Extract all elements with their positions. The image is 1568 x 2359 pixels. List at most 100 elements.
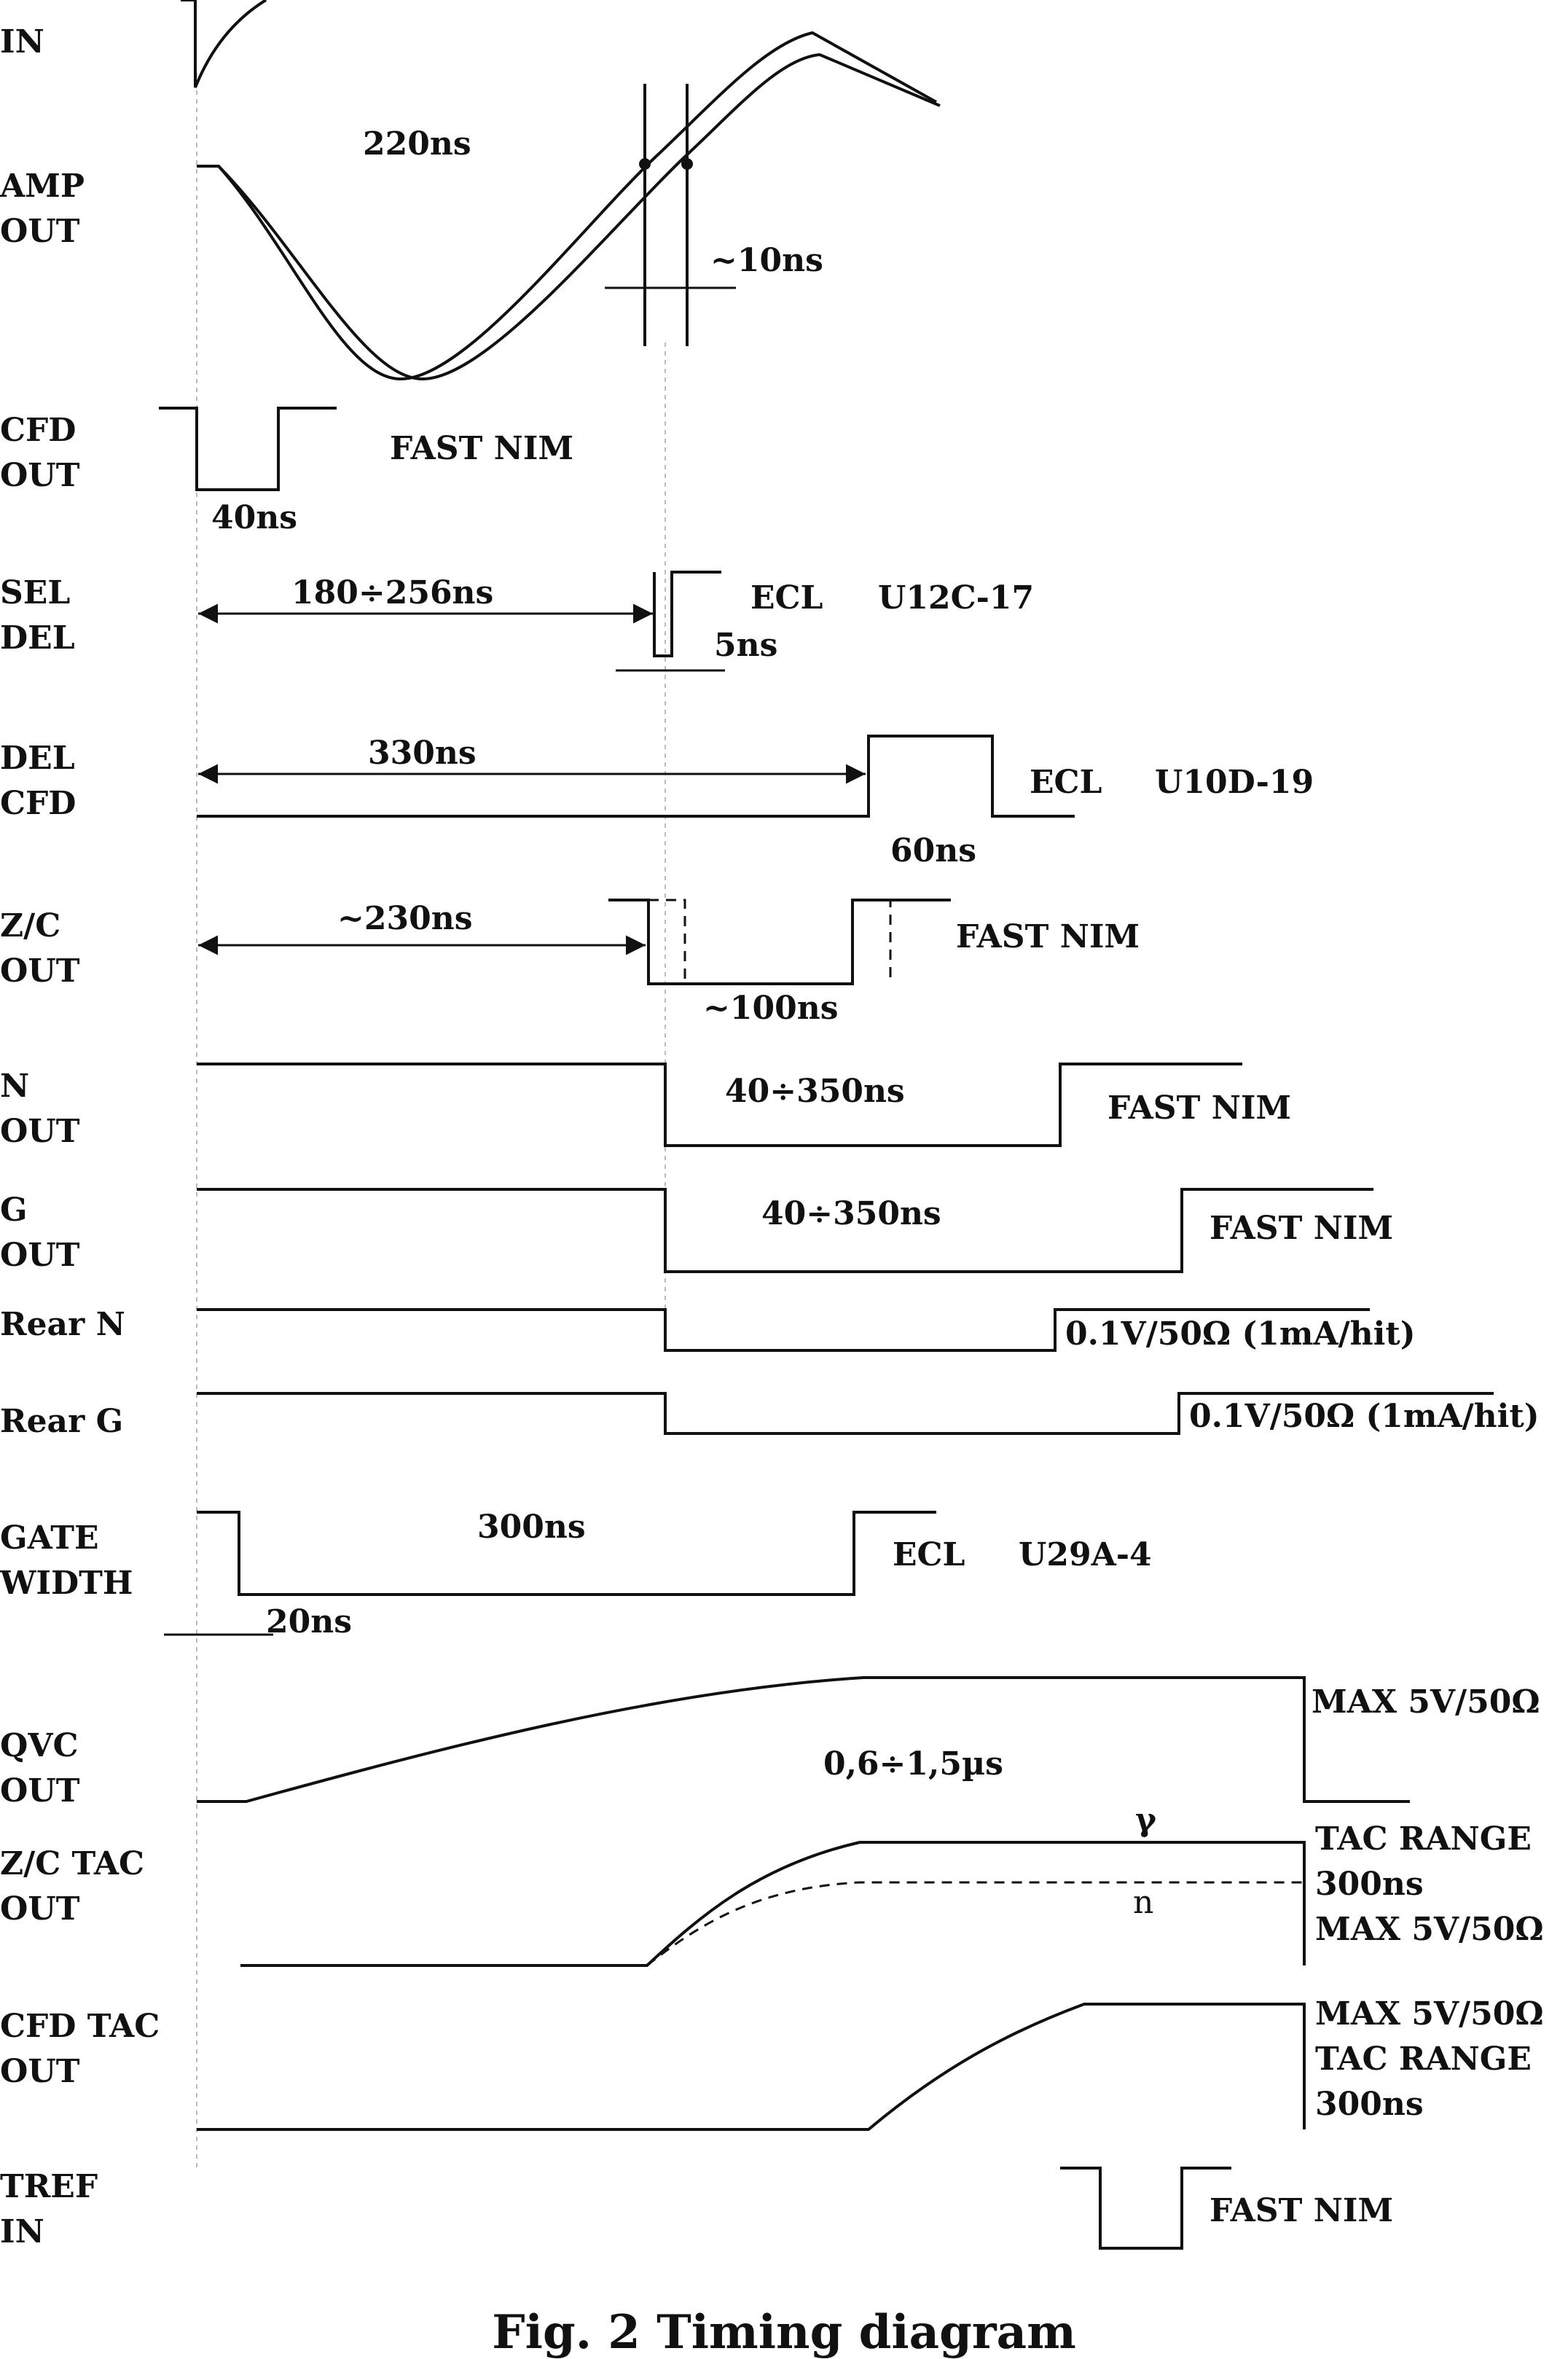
amp-shift-label: ~10ns xyxy=(710,242,823,279)
cfd-width-label: 40ns xyxy=(211,499,297,536)
n-out-waveform xyxy=(197,1063,1242,1147)
zc-tac-range-label-line2: 300ns xyxy=(1315,1866,1424,1903)
g-width-label: 40÷350ns xyxy=(761,1195,941,1232)
signal-rear-g: 0.1V/50Ω (1mA/hit) xyxy=(197,1392,1540,1435)
signal-sel-del: 180÷256ns ECL U12C-17 5ns xyxy=(198,571,1034,672)
sel-delay-label: 180÷256ns xyxy=(291,574,493,611)
amp-crossing-point-1 xyxy=(639,158,651,170)
zc-tac-n-label: n xyxy=(1133,1884,1153,1921)
del-cfd-part-label: U10D-19 xyxy=(1155,764,1314,801)
label-amp-out-line1: AMP xyxy=(0,168,85,205)
label-amp-out-line2: OUT xyxy=(0,213,80,250)
label-in: IN xyxy=(0,23,44,60)
label-sel-del-line1: SEL xyxy=(0,574,70,611)
label-n-out-line1: N xyxy=(0,1068,29,1105)
signal-amp-out: 220ns ~10ns xyxy=(197,31,941,381)
zc-out-waveform xyxy=(608,899,951,985)
gate-width-waveform xyxy=(197,1511,936,1596)
cfd-tac-range-label-line2: 300ns xyxy=(1315,2086,1424,2123)
label-g-out-line1: G xyxy=(0,1192,28,1229)
zc-width-label: ~100ns xyxy=(703,990,838,1027)
rear-g-waveform xyxy=(197,1392,1494,1435)
signal-n-out: 40÷350ns FAST NIM xyxy=(197,1063,1291,1147)
zc-tac-out-n-waveform xyxy=(646,1881,1304,1967)
qvc-max-label: MAX 5V/50Ω xyxy=(1312,1683,1540,1721)
qvc-time-label: 0,6÷1,5µs xyxy=(823,1745,1003,1783)
label-del-cfd-line2: CFD xyxy=(0,785,76,822)
signal-tref-in: FAST NIM xyxy=(1060,2167,1393,2250)
label-n-out-line2: OUT xyxy=(0,1113,80,1150)
signal-del-cfd: 330ns ECL U10D-19 60ns xyxy=(197,735,1314,869)
cfd-tac-out-waveform xyxy=(197,2003,1306,2131)
label-qvc-out-line2: OUT xyxy=(0,1772,80,1810)
gate-std-label: ECL xyxy=(893,1536,965,1573)
label-zc-tac-out-line2: OUT xyxy=(0,1890,80,1928)
amp-out-waveform-2 xyxy=(217,52,941,381)
cfd-tac-range-label-line1: TAC RANGE xyxy=(1315,2041,1532,2078)
gate-delay-label: 20ns xyxy=(266,1603,352,1640)
label-zc-out-line1: Z/C xyxy=(0,907,60,944)
label-gate-width-line2: WIDTH xyxy=(0,1565,133,1602)
label-zc-out-line2: OUT xyxy=(0,952,80,990)
zc-tac-out-gamma-waveform xyxy=(240,1841,1306,1967)
signal-qvc-out: MAX 5V/50Ω 0,6÷1,5µs xyxy=(197,1676,1540,1803)
label-del-cfd-line1: DEL xyxy=(0,740,75,777)
in-waveform xyxy=(181,0,267,88)
del-cfd-width-label: 60ns xyxy=(890,832,976,869)
sel-part-label: U12C-17 xyxy=(878,579,1034,617)
label-cfd-tac-out-line1: CFD TAC xyxy=(0,2008,160,2045)
del-cfd-waveform xyxy=(197,735,1075,818)
label-sel-del-line2: DEL xyxy=(0,619,75,657)
signal-in xyxy=(181,0,267,88)
n-width-label: 40÷350ns xyxy=(725,1073,905,1110)
tref-std-label: FAST NIM xyxy=(1210,2192,1393,2229)
zc-tac-range-label-line1: TAC RANGE xyxy=(1315,1820,1532,1858)
sel-width-label: 5ns xyxy=(714,627,777,664)
zc-delay-label: ~230ns xyxy=(337,900,472,937)
signal-cfd-tac-out: MAX 5V/50Ω TAC RANGE 300ns xyxy=(197,1995,1544,2131)
cfd-out-waveform xyxy=(159,407,337,491)
signal-zc-out: ~230ns FAST NIM ~100ns xyxy=(198,899,1140,1027)
signal-labels: IN AMP OUT CFD OUT SEL DEL DEL CFD Z/C O… xyxy=(0,23,160,2250)
signal-cfd-out: 40ns FAST NIM xyxy=(159,407,573,536)
amp-period-label: 220ns xyxy=(363,125,471,163)
label-qvc-out-line1: QVC xyxy=(0,1727,79,1764)
cfd-tac-max-label: MAX 5V/50Ω xyxy=(1315,1995,1544,2033)
rear-n-waveform xyxy=(197,1308,1370,1352)
gate-width-label: 300ns xyxy=(477,1509,586,1546)
label-tref-in-line1: TREF xyxy=(0,2168,98,2205)
del-cfd-delay-label: 330ns xyxy=(368,735,477,772)
sel-del-waveform xyxy=(653,571,721,657)
signal-gate-width: 300ns ECL U29A-4 20ns xyxy=(164,1509,1152,1640)
label-g-out-line2: OUT xyxy=(0,1237,80,1274)
n-std-label: FAST NIM xyxy=(1108,1089,1291,1127)
rear-n-spec-label: 0.1V/50Ω (1mA/hit) xyxy=(1065,1315,1416,1353)
zc-std-label: FAST NIM xyxy=(956,918,1140,955)
signal-rear-n: 0.1V/50Ω (1mA/hit) xyxy=(197,1308,1416,1353)
g-out-waveform xyxy=(197,1188,1373,1273)
label-gate-width-line1: GATE xyxy=(0,1519,99,1557)
cfd-std-label: FAST NIM xyxy=(390,430,573,467)
figure-caption: Fig. 2 Timing diagram xyxy=(492,2305,1076,2359)
gate-part-label: U29A-4 xyxy=(1019,1536,1152,1573)
zc-tac-gamma-label: γ xyxy=(1135,1801,1157,1839)
amp-out-waveform-1 xyxy=(197,31,937,381)
label-rear-n: Rear N xyxy=(0,1306,125,1343)
amp-crossing-point-2 xyxy=(681,158,693,170)
label-zc-tac-out-line1: Z/C TAC xyxy=(0,1845,144,1882)
label-cfd-tac-out-line2: OUT xyxy=(0,2053,80,2090)
sel-std-label: ECL xyxy=(750,579,823,617)
qvc-out-waveform xyxy=(197,1676,1410,1803)
del-cfd-std-label: ECL xyxy=(1030,764,1102,801)
signal-zc-tac-out: γ n TAC RANGE 300ns MAX 5V/50Ω xyxy=(240,1801,1544,1967)
tref-in-waveform xyxy=(1060,2167,1231,2250)
label-tref-in-line2: IN xyxy=(0,2213,44,2250)
zc-out-waveform-dashed xyxy=(648,899,892,984)
zc-tac-max-label: MAX 5V/50Ω xyxy=(1315,1911,1544,1948)
signal-g-out: 40÷350ns FAST NIM xyxy=(197,1188,1393,1273)
label-rear-g: Rear G xyxy=(0,1403,123,1440)
label-cfd-out-line1: CFD xyxy=(0,412,76,449)
rear-g-spec-label: 0.1V/50Ω (1mA/hit) xyxy=(1189,1398,1540,1435)
g-std-label: FAST NIM xyxy=(1210,1210,1393,1247)
